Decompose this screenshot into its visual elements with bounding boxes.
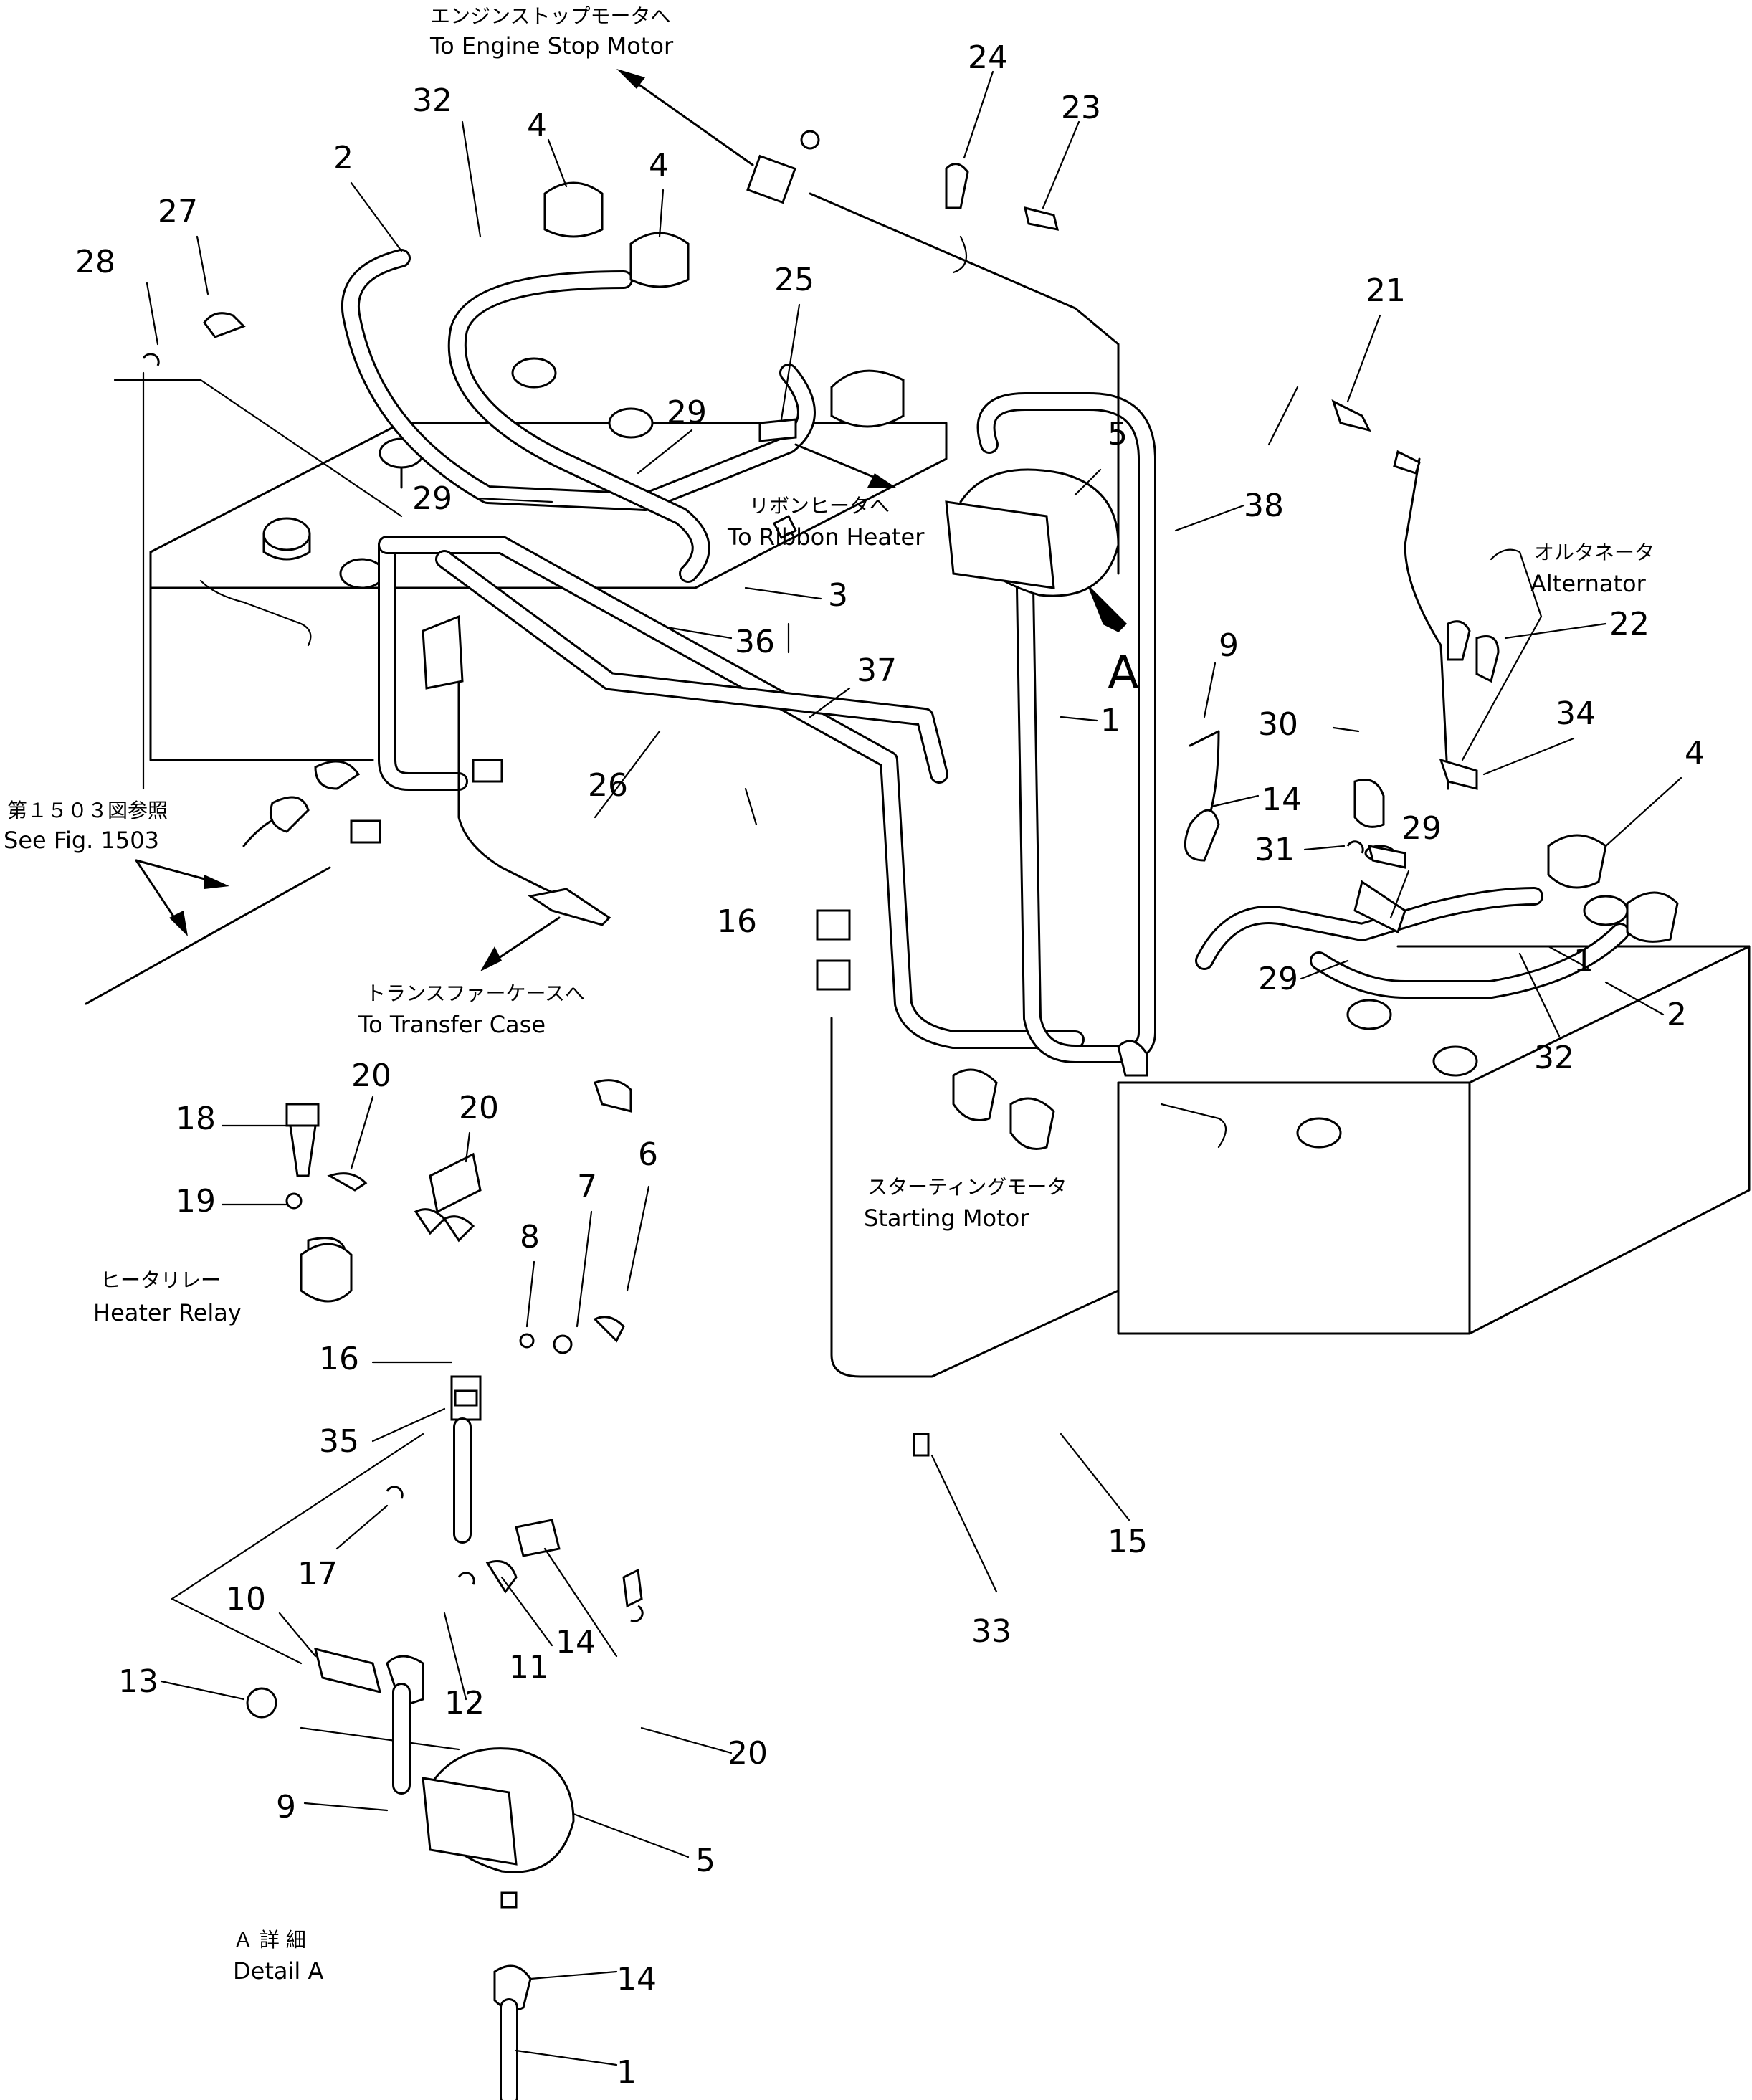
callout-numbers: 24 23 32 4 4 2 27 28 25 29 29 3 36 37 16… — [75, 39, 1705, 2091]
callout-20-b: 20 — [459, 1090, 499, 1126]
callout-19: 19 — [176, 1183, 216, 1220]
detail-a-label-jp: Ａ 詳 細 — [233, 1928, 306, 1952]
callout-29-b: 29 — [412, 480, 452, 517]
callout-1: 1 — [1100, 703, 1120, 739]
callout-22: 22 — [1609, 606, 1649, 642]
callout-4-c: 4 — [1685, 735, 1705, 771]
heater-relay-label-jp: ヒータリレー — [100, 1268, 221, 1292]
callout-29-c: 29 — [1401, 810, 1442, 847]
battery-left — [149, 357, 948, 761]
thin-wires — [85, 192, 1543, 1378]
ribbon-heater-label-jp: リボンヒータへ — [749, 494, 890, 518]
direction-arrows — [135, 69, 896, 971]
callout-12: 12 — [444, 1685, 485, 1721]
callout-35: 35 — [319, 1423, 359, 1460]
callout-17: 17 — [297, 1556, 338, 1592]
callout-13: 13 — [118, 1663, 158, 1700]
see-fig-label-jp: 第１５０３図参照 — [7, 799, 168, 822]
callout-36: 36 — [735, 624, 775, 660]
callout-1-c: 1 — [616, 2054, 637, 2091]
transfer-case-label-en: To Transfer Case — [358, 1011, 546, 1038]
view-a-label: A — [1108, 647, 1139, 700]
battery-right — [1117, 895, 1751, 1335]
callout-16-b: 16 — [319, 1341, 359, 1377]
callout-37: 37 — [857, 652, 897, 689]
callout-29-a: 29 — [667, 394, 707, 431]
leader-frames — [113, 371, 460, 1751]
callout-9: 9 — [1219, 627, 1239, 664]
callout-7: 7 — [577, 1169, 597, 1205]
callout-29-d: 29 — [1258, 961, 1298, 997]
callout-1-b: 1 — [1574, 943, 1594, 979]
starting-motor-label-jp: スターティングモータ — [867, 1175, 1067, 1199]
callout-31: 31 — [1255, 832, 1295, 868]
callout-4-b: 4 — [649, 147, 669, 184]
callout-21: 21 — [1366, 272, 1406, 309]
alternator-label-en: Alternator — [1530, 570, 1647, 597]
callout-27: 27 — [158, 194, 198, 230]
callout-10: 10 — [226, 1581, 266, 1617]
callout-23: 23 — [1061, 90, 1101, 126]
callout-16: 16 — [717, 903, 757, 940]
callout-14-c: 14 — [616, 1961, 657, 1997]
callout-26: 26 — [588, 767, 628, 804]
callout-28: 28 — [75, 244, 115, 280]
callout-5-b: 5 — [695, 1843, 715, 1879]
ribbon-heater-label-en: To Ribbon Heater — [727, 523, 925, 551]
engine-stop-label-en: To Engine Stop Motor — [429, 32, 674, 60]
callout-3: 3 — [828, 577, 848, 614]
starting-motor-label-en: Starting Motor — [864, 1205, 1029, 1232]
text-labels: エンジンストップモータへ To Engine Stop Motor リボンヒータ… — [4, 4, 1655, 1985]
callout-18: 18 — [176, 1101, 216, 1137]
callout-15: 15 — [1108, 1524, 1148, 1560]
engine-stop-label-jp: エンジンストップモータへ — [430, 4, 670, 28]
callout-11: 11 — [509, 1649, 549, 1686]
callout-4-a: 4 — [527, 108, 547, 144]
callout-8: 8 — [520, 1219, 540, 1255]
callout-5: 5 — [1108, 416, 1128, 452]
harness-hoses — [341, 249, 1629, 1063]
view-a-arrow — [1088, 586, 1128, 632]
component-parts — [142, 130, 1679, 2011]
callout-25: 25 — [774, 262, 814, 298]
heater-relay-label-en: Heater Relay — [93, 1299, 242, 1326]
callout-14: 14 — [1262, 781, 1302, 818]
rods — [392, 1417, 518, 2100]
callout-24: 24 — [968, 39, 1008, 76]
callout-32: 32 — [412, 82, 452, 119]
callout-33: 33 — [971, 1613, 1011, 1650]
callout-leaders — [146, 70, 1682, 2066]
detail-a-label-en: Detail A — [233, 1957, 323, 1985]
callout-2: 2 — [333, 140, 353, 176]
alternator-label-jp: オルタネータ — [1534, 541, 1655, 564]
callout-20-a: 20 — [351, 1058, 391, 1094]
callout-20-c: 20 — [728, 1735, 768, 1772]
callout-9-b: 9 — [276, 1789, 296, 1825]
callout-6: 6 — [638, 1136, 658, 1173]
see-fig-label-en: See Fig. 1503 — [4, 827, 159, 854]
callout-32-b: 32 — [1534, 1040, 1574, 1076]
callout-14-b: 14 — [556, 1624, 596, 1660]
callout-34: 34 — [1556, 695, 1596, 732]
callout-38: 38 — [1244, 488, 1284, 524]
transfer-case-label-jp: トランスファーケースへ — [366, 982, 585, 1005]
callout-30: 30 — [1258, 706, 1298, 743]
callout-2-b: 2 — [1667, 997, 1687, 1033]
